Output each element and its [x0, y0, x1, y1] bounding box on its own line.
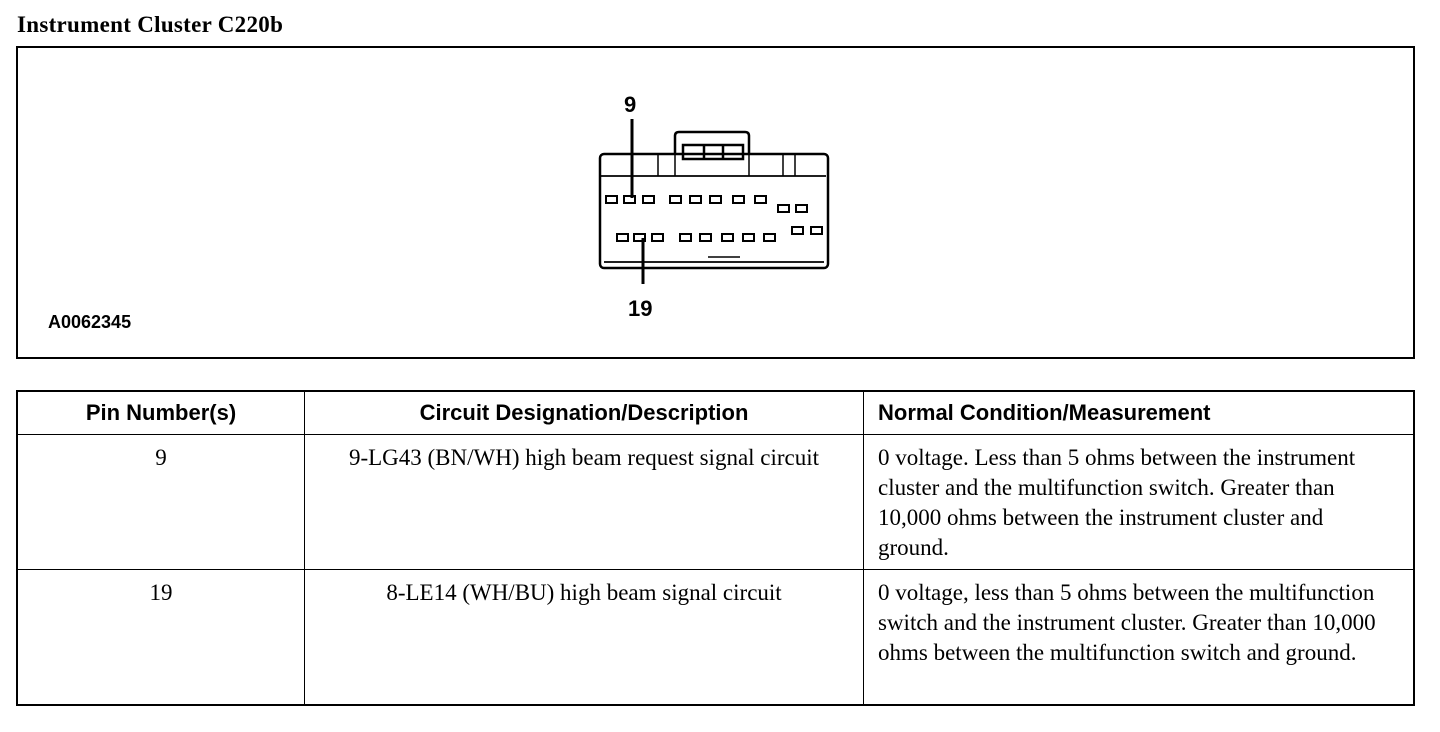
page-title: Instrument Cluster C220b [17, 12, 284, 37]
cell-pin: 9 [16, 434, 305, 570]
connector-body [598, 130, 830, 270]
cell-pin: 19 [16, 569, 305, 706]
cell-description: 8-LE14 (WH/BU) high beam signal circuit [304, 569, 864, 706]
table-header-row: Pin Number(s) Circuit Designation/Descri… [16, 390, 1415, 435]
table-row: 9 9-LG43 (BN/WH) high beam request signa… [16, 434, 1415, 570]
figure-id: A0062345 [48, 312, 132, 332]
terminal-cavities [605, 195, 823, 242]
cell-normal: 0 voltage. Less than 5 ohms between the … [863, 434, 1415, 570]
callout-leaders [630, 119, 645, 284]
callout-pin-9: 9 [624, 92, 637, 117]
column-header-pin: Pin Number(s) [16, 390, 305, 435]
table-row: 19 8-LE14 (WH/BU) high beam signal circu… [16, 569, 1415, 706]
column-header-normal: Normal Condition/Measurement [863, 390, 1415, 435]
cell-description: 9-LG43 (BN/WH) high beam request signal … [304, 434, 864, 570]
cell-normal: 0 voltage, less than 5 ohms between the … [863, 569, 1415, 706]
connector-diagram [598, 119, 830, 284]
pin-table: Pin Number(s) Circuit Designation/Descri… [16, 390, 1415, 706]
connector-figure: 9 19 A0062345 [16, 46, 1415, 359]
column-header-description: Circuit Designation/Description [304, 390, 864, 435]
callout-pin-19: 19 [628, 296, 653, 321]
